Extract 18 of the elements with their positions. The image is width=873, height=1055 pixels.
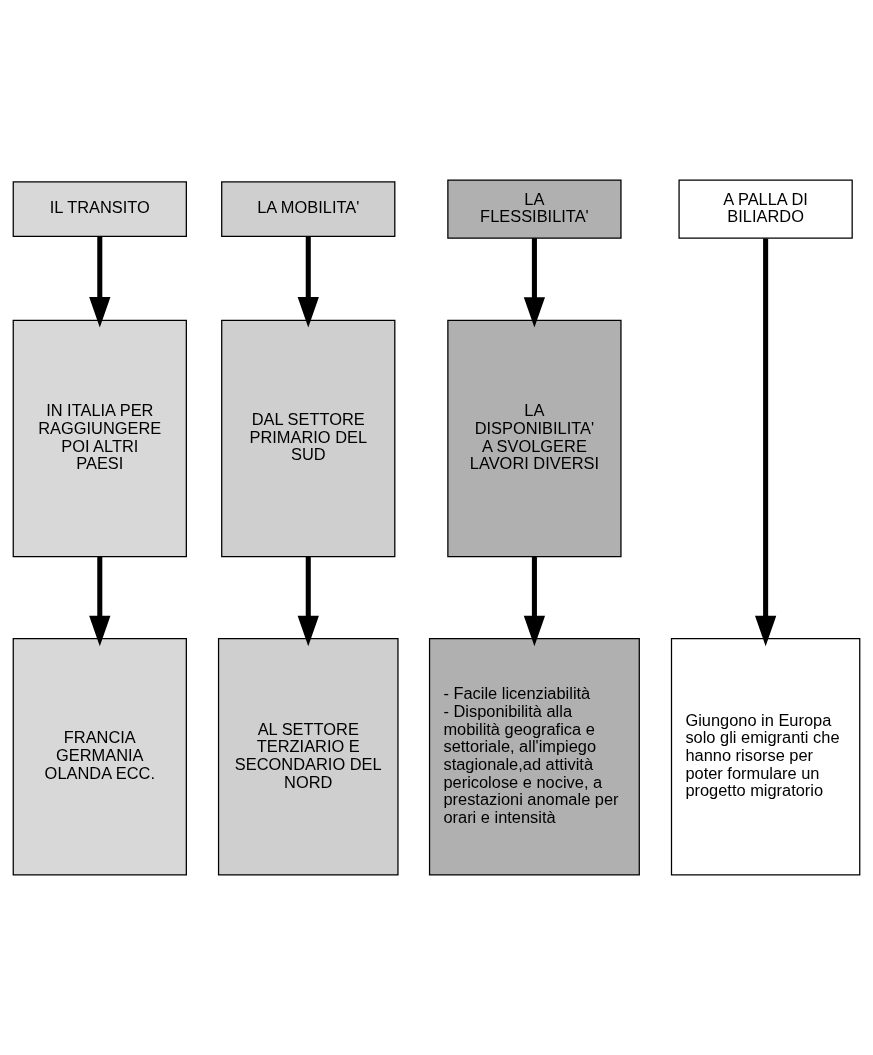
node-box: A PALLA DI BILIARDO — [678, 179, 853, 239]
node-box: IL TRANSITO — [12, 181, 187, 237]
arrow — [89, 236, 111, 328]
node-box: FRANCIA GERMANIA OLANDA ECC. — [12, 638, 187, 876]
arrow — [297, 556, 319, 647]
node-box: IN ITALIA PER RAGGIUNGERE POI ALTRI PAESI — [12, 319, 187, 558]
arrow — [755, 238, 777, 647]
node-box: AL SETTORE TERZIARIO E SECONDARIO DEL NORD — [217, 638, 399, 876]
node-box: Giungono in Europa solo gli emigranti che hanno risorse per poter formulare un progetto migratorio — [670, 638, 861, 876]
node-box: LA MOBILITA' — [221, 181, 396, 237]
node-box: DAL SETTORE PRIMARIO DEL SUD — [221, 319, 396, 558]
node-box: - Facile licenziabilità - Disponibilità alla mobilità geografica e settoriale, all'impiego stagionale,ad attività pericolose e nocive, a prestazioni anomale per orari e intensità — [428, 638, 640, 876]
node-box: LA DISPONIBILITA' A SVOLGERE LAVORI DIVERSI — [447, 319, 622, 558]
arrow — [523, 238, 546, 328]
arrow — [297, 236, 319, 328]
arrow — [89, 556, 111, 647]
arrow — [523, 556, 546, 647]
node-box: LA FLESSIBILITA' — [447, 179, 622, 239]
